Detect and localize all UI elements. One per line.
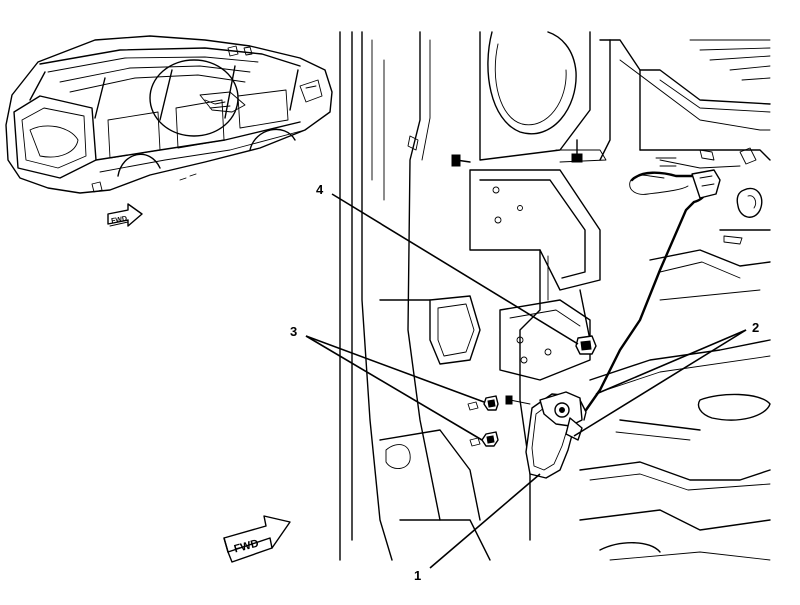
fwd-label-small: FWD [111, 215, 128, 225]
body-structure-illustration [339, 31, 771, 561]
callout-label-1: 1 [414, 568, 421, 583]
fwd-arrow-icon [107, 203, 143, 227]
callout-leaders [305, 193, 747, 569]
callout-label-3: 3 [290, 324, 297, 339]
fwd-arrow-large-icon [223, 515, 291, 563]
callout-label-4: 4 [316, 182, 324, 197]
callout-label-2: 2 [752, 320, 759, 335]
vehicle-overview-icon [5, 35, 333, 194]
magnifier-circle-icon [149, 59, 239, 137]
